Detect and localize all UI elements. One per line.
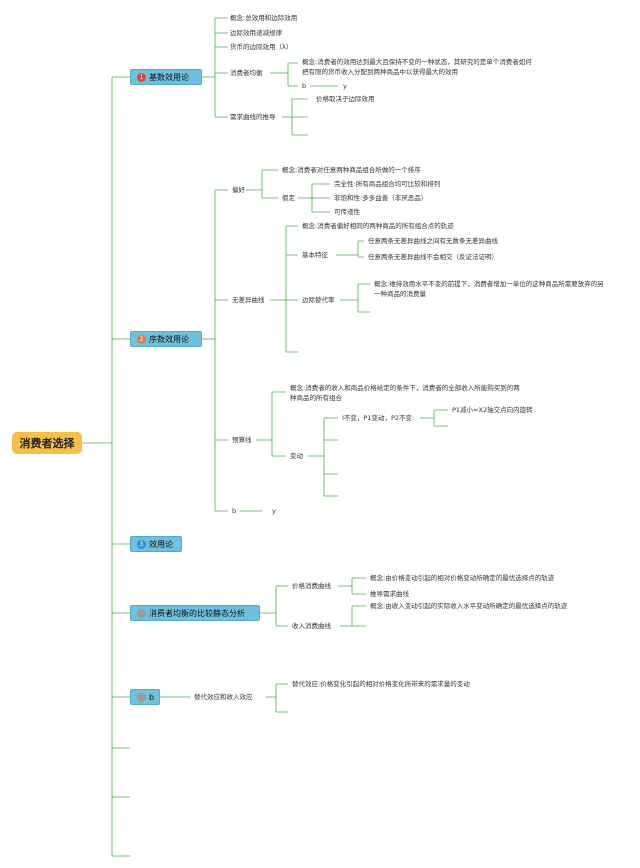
node-ic-concept[interactable]: 概念:消费者偏好相同的两种商品的所有组合点的轨迹 (302, 222, 454, 230)
node-budget-concept-line2: 种商品的所有组合 (290, 394, 342, 402)
branch-label: 序数效用论 (149, 334, 189, 344)
node-derive-demand[interactable]: 推导需求曲线 (370, 590, 409, 598)
node-preference[interactable]: 偏好 (232, 186, 245, 194)
branch-label: b (149, 692, 155, 702)
node-pcc-concept[interactable]: 概念:由价格变动引起的相对价格变动所确定的最优选择点的轨迹 (370, 574, 555, 582)
node-icc-concept[interactable]: 概念:由收入变动引起的实际收入水平变动所确定的最优选择点的轨迹 (370, 602, 568, 610)
node-feature-1[interactable]: 任意两条无差异曲线之间有无数条无差异曲线 (368, 237, 498, 245)
node-nonsatiation[interactable]: 非饱和性:多多益善（非厌恶品） (334, 194, 428, 202)
root-label: 消费者选择 (19, 437, 75, 450)
node-b[interactable]: b (232, 507, 237, 515)
node-indifference-curve[interactable]: 无差异曲线 (232, 296, 265, 304)
branch-cardinal-utility[interactable]: 1 基数效用论 (130, 69, 202, 85)
node-mrs[interactable]: 边际替代率 (302, 296, 335, 304)
node-money-marginal-utility[interactable]: 货币的边际效用（λ） (230, 43, 293, 51)
node-completeness[interactable]: 完全性:所有商品组合均可比较和排列 (334, 180, 441, 188)
branch-b[interactable]: b (130, 689, 160, 705)
branch-label: 效用论 (149, 539, 173, 549)
node-equilibrium-concept-line2: 把有限的货币收入分配到两种商品中以获得最大的效用 (302, 68, 458, 76)
branch-label: 基数效用论 (149, 72, 189, 82)
branch-ordinal-utility[interactable]: 2 序数效用论 (130, 331, 202, 347)
priority-icon (137, 692, 146, 702)
node-mrs-concept-line2: 一种商品的消费量 (374, 290, 426, 298)
node-consumer-equilibrium[interactable]: 消费者均衡 (230, 69, 263, 77)
node-shift-price-sub[interactable]: P1减小=X2轴交点向内旋转 (452, 406, 533, 414)
root-node[interactable]: 消费者选择 (12, 432, 82, 454)
priority-2-icon: 2 (137, 334, 146, 344)
node-income-consumption-curve[interactable]: 收入消费曲线 (292, 622, 331, 630)
node-total-marginal-utility[interactable]: 概念:总效用和边际效用 (230, 14, 298, 22)
priority-icon (137, 608, 146, 618)
node-budget-concept-line1[interactable]: 概念:消费者的收入和商品价格给定的条件下，消费者的全部收入所能购买到的两 (290, 384, 520, 392)
node-shift-price[interactable]: I不变，P1变动，P2不变: (342, 414, 415, 422)
node-feature-2[interactable]: 任意两条无差异曲线不会相交（反证法证明） (368, 253, 498, 261)
node-transitivity[interactable]: 可传递性 (334, 208, 360, 216)
branch-utility-theory[interactable]: 3 效用论 (130, 536, 182, 552)
node-price-consumption-curve[interactable]: 价格消费曲线 (292, 582, 331, 590)
branch-label: 消费者均衡的比较静态分析 (149, 608, 245, 618)
node-budget-line[interactable]: 预算线 (232, 436, 252, 444)
node-assumption[interactable]: 假定 (282, 194, 295, 202)
node-basic-features[interactable]: 基本特征 (302, 251, 328, 259)
branch-comparative-statics[interactable]: 消费者均衡的比较静态分析 (130, 605, 260, 621)
priority-1-icon: 1 (137, 72, 146, 82)
node-y[interactable]: y (272, 507, 276, 515)
node-shift[interactable]: 变动 (290, 452, 303, 460)
node-mrs-concept-line1[interactable]: 概念:维持效用水平不变的前提下，消费者增加一单位的这种商品所需要放弃的另 (374, 280, 604, 288)
node-price-depends-marginal[interactable]: 价格取决于边际效用 (316, 95, 375, 103)
node-substitution-effect[interactable]: 替代效应:价格变化引起的相对价格变化所带来的需求量的变动 (292, 680, 470, 688)
node-equilibrium-y[interactable]: y (343, 82, 347, 90)
node-demand-derivation[interactable]: 需求曲线的推导 (230, 113, 276, 121)
node-preference-concept[interactable]: 概念:消费者对任意两种商品组合所做的一个排序 (282, 166, 421, 174)
node-equilibrium-b[interactable]: b (302, 82, 307, 90)
node-equilibrium-concept-line1[interactable]: 概念:消费者的效用达到最大且保持不变的一种状态，其研究的是单个消费者如何 (302, 58, 532, 66)
node-substitution-income-effect[interactable]: 替代效应和收入效应 (194, 693, 253, 701)
node-diminishing-law[interactable]: 边际效用递减规律 (230, 29, 282, 37)
priority-3-icon: 3 (137, 539, 146, 549)
